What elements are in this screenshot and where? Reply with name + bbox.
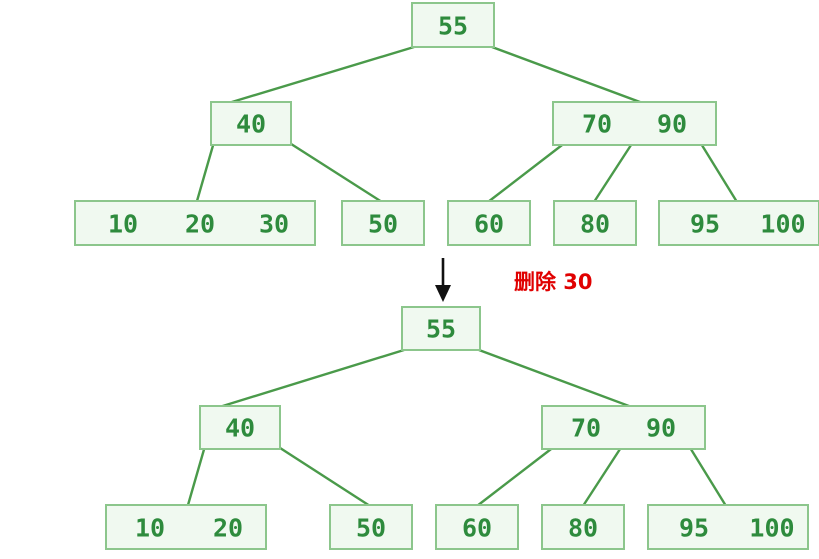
node-box-leaf-50 (341, 200, 425, 246)
node-box-internal-40 (210, 101, 292, 146)
key-leaf-30: 30 (259, 210, 289, 239)
key-after-leaf-80: 80 (568, 514, 598, 543)
edge-70-90-to-leaf-95-100 (698, 140, 739, 204)
before-edges (195, 45, 739, 204)
before-deletion-tree: 55 40 70 90 10 20 30 (74, 2, 819, 246)
after-leaf-80: 80 (541, 504, 625, 550)
edge-after-root-to-40 (211, 348, 406, 411)
edge-after-40-to-leaf-50 (275, 444, 372, 508)
key-after-internal-70: 70 (571, 414, 601, 443)
key-after-internal-90: 90 (646, 414, 676, 443)
before-internal-node-40: 40 (210, 101, 292, 146)
after-internal-node-40: 40 (199, 405, 281, 450)
key-internal-40: 40 (236, 110, 266, 139)
after-leaf-50: 50 (329, 504, 413, 550)
edge-root-to-70-90 (490, 45, 650, 107)
before-leaf-60: 60 (447, 200, 531, 246)
node-box-after-leaf-95-100 (647, 504, 809, 550)
after-leaf-95-100: 95 100 (647, 504, 809, 550)
before-leaf-80: 80 (553, 200, 637, 246)
key-leaf-10: 10 (108, 210, 138, 239)
after-edges (186, 348, 728, 508)
edge-after-root-to-70-90 (477, 348, 639, 411)
edge-40-to-leaf-10-20-30 (195, 140, 216, 203)
before-leaf-95-100: 95 100 (658, 200, 819, 246)
key-after-leaf-60: 60 (462, 514, 492, 543)
node-box-after-leaf-80 (541, 504, 625, 550)
before-leaf-10-20-30: 10 20 30 (74, 200, 316, 246)
node-box-after-root-55 (401, 306, 481, 351)
node-box-leaf-10-20-30 (74, 200, 316, 246)
after-internal-node-70-90: 70 90 (541, 405, 706, 450)
before-internal-node-70-90: 70 90 (552, 101, 717, 146)
key-after-leaf-95: 95 (679, 514, 709, 543)
key-leaf-20: 20 (185, 210, 215, 239)
node-box-internal-70-90 (552, 101, 717, 146)
before-root-node: 55 (411, 2, 495, 48)
annotation-label: 删除 30 (514, 270, 593, 294)
key-internal-90: 90 (657, 110, 687, 139)
edge-70-90-to-leaf-60 (486, 140, 568, 204)
node-box-after-internal-70-90 (541, 405, 706, 450)
key-root-55: 55 (438, 12, 468, 41)
node-box-leaf-80 (553, 200, 637, 246)
node-box-leaf-60 (447, 200, 531, 246)
edge-after-70-90-to-leaf-95-100 (687, 444, 728, 508)
key-leaf-100: 100 (760, 210, 805, 239)
node-box-after-leaf-10-20 (105, 504, 267, 550)
key-leaf-95: 95 (690, 210, 720, 239)
edge-70-90-to-leaf-80 (592, 140, 635, 204)
node-box-leaf-95-100 (658, 200, 819, 246)
key-internal-70: 70 (582, 110, 612, 139)
key-after-leaf-100: 100 (749, 514, 794, 543)
node-box-after-leaf-60 (435, 504, 519, 550)
edge-after-70-90-to-leaf-60 (475, 444, 557, 508)
deletion-annotation: 删除 30 (435, 258, 593, 302)
edge-40-to-leaf-50 (286, 140, 384, 204)
down-arrow-icon (435, 285, 451, 302)
before-leaf-50: 50 (341, 200, 425, 246)
key-leaf-80: 80 (580, 210, 610, 239)
edge-after-40-to-leaf-10-20 (186, 444, 207, 507)
key-after-leaf-20: 20 (213, 514, 243, 543)
key-after-leaf-10: 10 (135, 514, 165, 543)
key-leaf-60: 60 (474, 210, 504, 239)
after-deletion-tree: 55 40 70 90 10 20 50 (105, 306, 809, 550)
after-leaf-60: 60 (435, 504, 519, 550)
after-root-node: 55 (401, 306, 481, 351)
edge-root-to-40 (220, 45, 416, 107)
node-box-root-55 (411, 2, 495, 48)
node-box-after-internal-40 (199, 405, 281, 450)
key-leaf-50: 50 (368, 210, 398, 239)
edge-after-70-90-to-leaf-80 (581, 444, 624, 508)
key-after-root-55: 55 (426, 315, 456, 344)
key-after-leaf-50: 50 (356, 514, 386, 543)
node-box-after-leaf-50 (329, 504, 413, 550)
key-after-internal-40: 40 (225, 414, 255, 443)
after-leaf-10-20: 10 20 (105, 504, 267, 550)
